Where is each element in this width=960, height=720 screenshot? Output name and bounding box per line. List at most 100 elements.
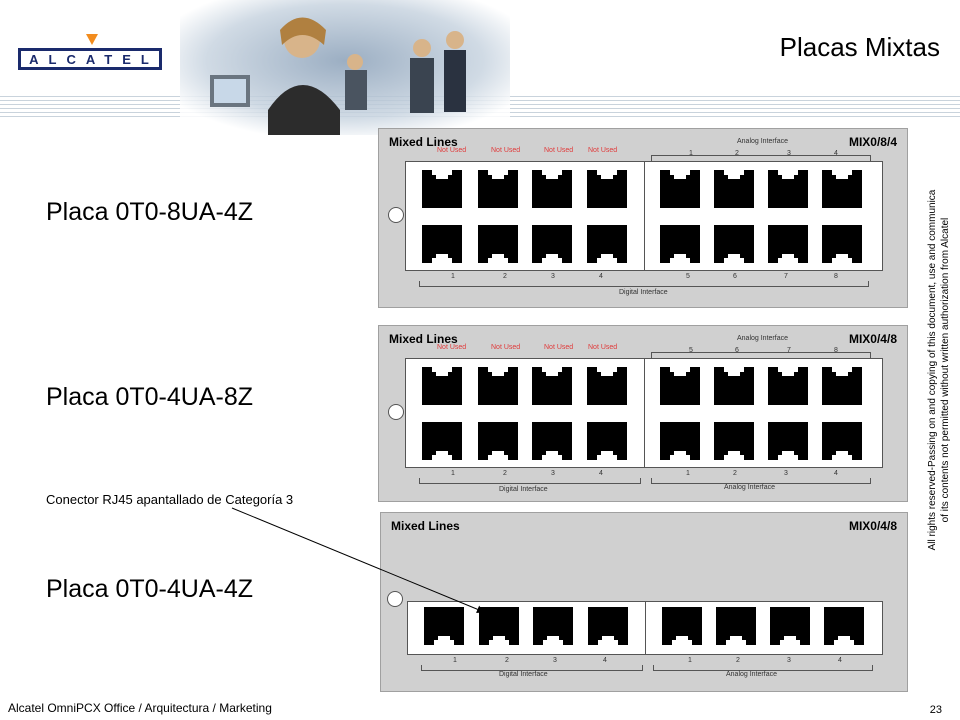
header-photo xyxy=(180,0,510,135)
port-number: 7 xyxy=(784,273,788,280)
rj45-port xyxy=(660,422,700,461)
digital-interface-label: Digital Interface xyxy=(619,289,668,296)
rj45-port xyxy=(660,366,700,405)
port-number: 1 xyxy=(689,150,693,157)
port-number: 3 xyxy=(551,470,555,477)
rj45-port xyxy=(479,607,519,646)
analog-interface-label: Analog Interface xyxy=(737,335,788,342)
digital-bracket xyxy=(419,281,869,287)
rj45-port xyxy=(587,366,627,405)
rj45-port xyxy=(714,169,754,208)
digital-bracket xyxy=(419,478,641,484)
rj45-port xyxy=(714,422,754,461)
analog-interface-label: Analog Interface xyxy=(726,671,777,678)
port-number: 1 xyxy=(451,470,455,477)
board-title: Mixed Lines xyxy=(391,519,460,533)
rj45-port xyxy=(422,225,462,264)
port-number: 2 xyxy=(505,657,509,664)
rj45-port xyxy=(714,366,754,405)
not-used-label: Not Used xyxy=(437,147,467,154)
port-number: 4 xyxy=(834,470,838,477)
rj45-port xyxy=(478,366,518,405)
port-number: 4 xyxy=(838,657,842,664)
rj45-port xyxy=(532,225,572,264)
rj45-port xyxy=(716,607,756,646)
port-number: 1 xyxy=(686,470,690,477)
not-used-label: Not Used xyxy=(544,344,574,351)
not-used-label: Not Used xyxy=(588,147,618,154)
port-number: 4 xyxy=(603,657,607,664)
port-number: 8 xyxy=(834,347,838,354)
board-led xyxy=(387,591,403,607)
port-number: 1 xyxy=(688,657,692,664)
analog-bracket xyxy=(653,665,873,671)
port-number: 2 xyxy=(733,470,737,477)
digital-interface-label: Digital Interface xyxy=(499,486,548,493)
port-number: 7 xyxy=(787,347,791,354)
not-used-label: Not Used xyxy=(544,147,574,154)
rj45-port xyxy=(768,225,808,264)
board-code: MIX0/4/8 xyxy=(848,519,897,533)
port-number: 4 xyxy=(599,273,603,280)
board-mix-4-8: Mixed Lines MIX0/4/8 Not Used Not Used N… xyxy=(378,325,908,502)
jack-panel xyxy=(405,358,883,468)
port-number: 1 xyxy=(453,657,457,664)
port-number: 6 xyxy=(735,347,739,354)
page-number: 23 xyxy=(929,704,942,716)
rj45-port xyxy=(587,422,627,461)
analog-bracket xyxy=(651,478,871,484)
board-title: Mixed Lines xyxy=(389,135,458,149)
not-used-label: Not Used xyxy=(491,147,521,154)
not-used-label: Not Used xyxy=(437,344,467,351)
analog-interface-label: Analog Interface xyxy=(737,138,788,145)
logo-accent-icon xyxy=(86,34,98,45)
rj45-port xyxy=(824,607,864,646)
port-number: 4 xyxy=(834,150,838,157)
port-number: 3 xyxy=(787,150,791,157)
jack-panel xyxy=(407,601,883,655)
rj45-port xyxy=(478,422,518,461)
port-number: 2 xyxy=(735,150,739,157)
rj45-port xyxy=(822,169,862,208)
board-led xyxy=(388,207,404,223)
rj45-port xyxy=(478,225,518,264)
rj45-port xyxy=(422,422,462,461)
rj45-port xyxy=(768,366,808,405)
board-code: MIX0/4/8 xyxy=(848,332,897,346)
placa-label-2: Placa 0T0-4UA-8Z xyxy=(46,383,254,411)
placa-label-1: Placa 0T0-8UA-4Z xyxy=(46,198,254,226)
page-title: Placas Mixtas xyxy=(779,32,940,62)
rj45-port xyxy=(822,366,862,405)
port-number: 5 xyxy=(689,347,693,354)
rj45-port xyxy=(714,225,754,264)
port-number: 5 xyxy=(686,273,690,280)
port-number: 3 xyxy=(787,657,791,664)
rj45-port xyxy=(532,169,572,208)
port-number: 6 xyxy=(733,273,737,280)
rj45-port xyxy=(770,607,810,646)
legal-notice: All rights reserved-Passing on and copyi… xyxy=(927,189,951,551)
port-number: 3 xyxy=(553,657,557,664)
port-number: 3 xyxy=(784,470,788,477)
port-number: 2 xyxy=(736,657,740,664)
jack-panel xyxy=(405,161,883,271)
rj45-port xyxy=(422,366,462,405)
rj45-port xyxy=(478,169,518,208)
analog-bracket xyxy=(651,352,871,358)
rj45-port xyxy=(822,225,862,264)
board-title: Mixed Lines xyxy=(389,332,458,346)
digital-bracket xyxy=(421,665,643,671)
rj45-port xyxy=(660,169,700,208)
rj45-port xyxy=(587,169,627,208)
rj45-port xyxy=(422,169,462,208)
placa-label-3: Placa 0T0-4UA-4Z xyxy=(46,575,254,603)
rj45-port xyxy=(532,422,572,461)
board-led xyxy=(388,404,404,420)
port-number: 8 xyxy=(834,273,838,280)
analog-interface-label: Analog Interface xyxy=(724,484,775,491)
port-number: 1 xyxy=(451,273,455,280)
connector-note: Conector RJ45 apantallado de Categoría 3 xyxy=(46,492,294,507)
port-number: 3 xyxy=(551,273,555,280)
rj45-port xyxy=(532,366,572,405)
digital-interface-label: Digital Interface xyxy=(499,671,548,678)
